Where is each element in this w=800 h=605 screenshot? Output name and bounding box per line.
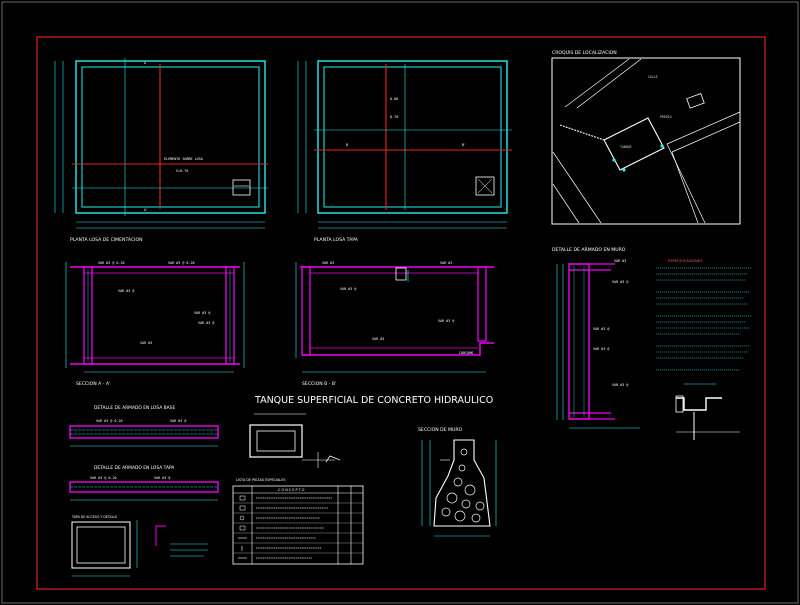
lid-detail-title: TAPA DE ACCESO Y DETALLE bbox=[71, 515, 117, 519]
svg-text:0.80: 0.80 bbox=[390, 97, 398, 101]
svg-text:VAR #3 @: VAR #3 @ bbox=[198, 321, 214, 325]
specifications-block bbox=[656, 267, 752, 371]
foundation-plan-view: A A' ELEMENTO SOBRE LOSA V=0.70 bbox=[54, 58, 268, 229]
legend-title: LISTA DE PIEZAS ESPECIALES bbox=[236, 478, 286, 482]
svg-text:VAR #3: VAR #3 bbox=[140, 341, 152, 345]
cover-slab-detail: VAR #3 @ 0.20 VAR #3 @ bbox=[69, 476, 219, 501]
legend-table bbox=[232, 485, 364, 565]
svg-text:VAR #3 @ 0.20: VAR #3 @ 0.20 bbox=[96, 419, 123, 423]
legend-column-header: C O N C E P T O bbox=[278, 488, 305, 492]
svg-text:CALLE: CALLE bbox=[648, 75, 658, 79]
section-b-title: SECCION B - B' bbox=[302, 381, 336, 387]
svg-text:V=0.70: V=0.70 bbox=[176, 169, 188, 173]
svg-text:B: B bbox=[346, 143, 348, 147]
svg-text:VAR #3 @ 0.20: VAR #3 @ 0.20 bbox=[98, 261, 125, 265]
sheet-main-title: TANQUE SUPERFICIAL DE CONCRETO HIDRAULIC… bbox=[254, 395, 493, 406]
section-b-view: VAR #3 VAR #3 VAR #3 @ VAR #3 @ VAR #3 C… bbox=[295, 261, 494, 373]
svg-text:VAR #3 @: VAR #3 @ bbox=[593, 327, 609, 331]
svg-text:CARCAMO: CARCAMO bbox=[459, 351, 473, 355]
base-slab-detail: VAR #3 @ 0.20 VAR #3 @ bbox=[69, 419, 219, 447]
wall-section-view bbox=[421, 439, 497, 537]
svg-text:VAR #3 @: VAR #3 @ bbox=[340, 287, 356, 291]
svg-text:0.70: 0.70 bbox=[390, 115, 398, 119]
center-lid-sketch bbox=[249, 413, 341, 468]
foundation-plan-title: PLANTA LOSA DE CIMENTACION bbox=[70, 237, 143, 243]
svg-text:A': A' bbox=[144, 208, 148, 212]
cover-plan-title: PLANTA LOSA TAPA bbox=[314, 237, 359, 243]
svg-text:VAR #3 @: VAR #3 @ bbox=[194, 311, 210, 315]
svg-text:VAR #3 @: VAR #3 @ bbox=[118, 289, 134, 293]
svg-text:VAR #3: VAR #3 bbox=[322, 261, 334, 265]
cover-plan-view: B B' 0.80 0.70 bbox=[297, 60, 512, 229]
section-a-view: VAR #3 @ 0.20 VAR #3 @ 0.20 VAR #3 @ VAR… bbox=[65, 261, 245, 373]
wall-reinforcement-detail: VAR #3 VAR #3 @ VAR #3 @ VAR #3 @ VAR #3… bbox=[556, 259, 640, 429]
svg-text:ELEMENTO SOBRE LOSA: ELEMENTO SOBRE LOSA bbox=[164, 157, 203, 161]
svg-text:PREDIO: PREDIO bbox=[660, 115, 672, 119]
svg-text:VAR #3: VAR #3 bbox=[372, 337, 384, 341]
svg-text:TANQUE: TANQUE bbox=[620, 145, 632, 149]
wall-section-title: SECCION DE MURO bbox=[418, 427, 463, 433]
svg-text:VAR #3 @ 0.20: VAR #3 @ 0.20 bbox=[168, 261, 195, 265]
valve-detail bbox=[675, 383, 740, 440]
svg-text:VAR #3 @: VAR #3 @ bbox=[593, 347, 609, 351]
inner-frame bbox=[36, 36, 766, 590]
svg-text:VAR #3: VAR #3 bbox=[440, 261, 452, 265]
svg-text:VAR #3 @ 0.20: VAR #3 @ 0.20 bbox=[90, 476, 117, 480]
section-a-title: SECCION A - A' bbox=[76, 381, 110, 387]
svg-text:VAR #3 @: VAR #3 @ bbox=[612, 280, 628, 284]
svg-text:VAR #3: VAR #3 bbox=[614, 259, 626, 263]
cover-slab-detail-title: DETALLE DE ARMADO EN LOSA TAPA bbox=[94, 465, 174, 471]
svg-text:A: A bbox=[144, 61, 146, 65]
svg-text:VAR #3 @: VAR #3 @ bbox=[612, 383, 628, 387]
base-slab-detail-title: DETALLE DE ARMADO EN LOSA BASE bbox=[94, 405, 175, 411]
svg-text:VAR #3 @: VAR #3 @ bbox=[438, 319, 454, 323]
specifications-title: ESPECIFICACIONES bbox=[668, 259, 703, 263]
svg-text:B': B' bbox=[462, 143, 466, 147]
wall-reinforcement-title: DETALLE DE ARMADO EN MURO bbox=[552, 247, 626, 253]
location-sketch-title: CROQUIS DE LOCALIZACION bbox=[552, 50, 617, 56]
access-lid-detail bbox=[71, 520, 208, 577]
location-sketch: CALLE TANQUE PREDIO bbox=[551, 57, 741, 225]
svg-text:VAR #3 @: VAR #3 @ bbox=[154, 476, 170, 480]
svg-text:VAR #3 @: VAR #3 @ bbox=[170, 419, 186, 423]
